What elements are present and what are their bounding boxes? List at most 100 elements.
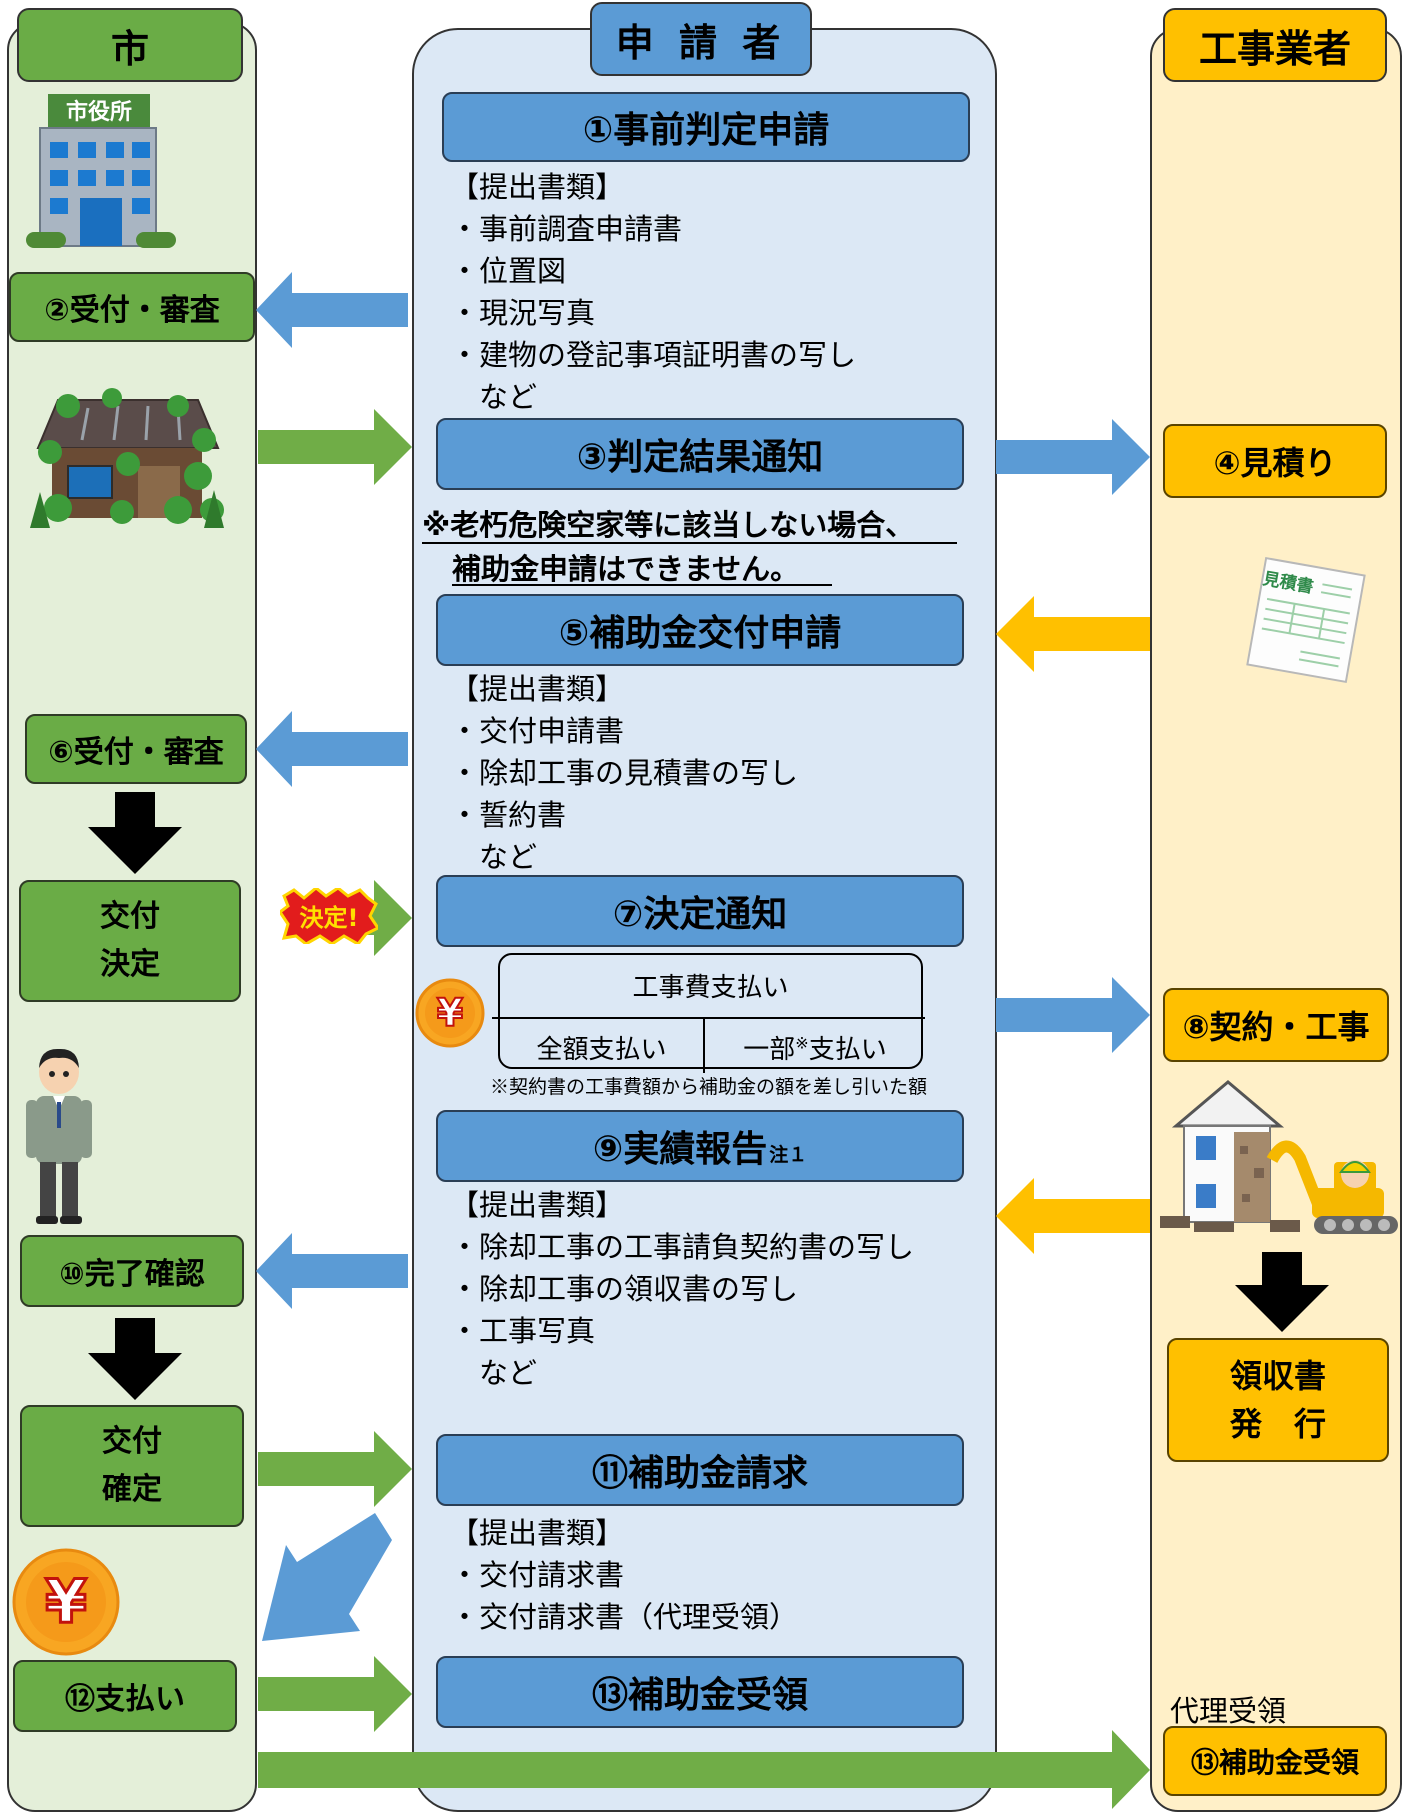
payment-partial-post: 支払い: [808, 1035, 887, 1065]
city-header-title: 市: [110, 26, 149, 71]
yen-coin-icon: ¥: [415, 978, 485, 1048]
receipt-issue-line1: 領収書: [1229, 1357, 1326, 1395]
doc1-line-5: ・建物の登記事項証明書の写し: [450, 338, 857, 372]
contractor-step-13-label: ⑬補助金受領: [1190, 1746, 1359, 1779]
arrow-to-city-s2: [256, 272, 408, 348]
doc9-line-1: 【提出書類】: [450, 1188, 625, 1222]
arrow-to-applicant-s3: [258, 409, 412, 485]
payment-partial-cell: 一部※支払い: [705, 1029, 925, 1066]
step-1-label: ①事前判定申請: [582, 110, 830, 151]
step-5-grant-application: ⑤補助金交付申請: [436, 594, 964, 666]
abandoned-house-icon: [28, 380, 224, 530]
step-6-label: ⑥受付・審査: [48, 735, 224, 770]
step-2-receipt-review: ②受付・審査: [9, 272, 255, 342]
payment-table-header: 工事費支払い: [632, 973, 789, 1003]
step-9-label: ⑨実績報告: [592, 1129, 768, 1170]
payment-table: 工事費支払い 全額支払い 一部※支払い: [492, 953, 925, 1073]
grant-decision-line2: 決定: [100, 947, 160, 982]
step-7-label: ⑦決定通知: [612, 894, 788, 935]
city-hall-icon: 市役所: [24, 94, 180, 250]
receipt-issue-box: 領収書 発 行: [1167, 1338, 1389, 1462]
doc11-line-3: ・交付請求書（代理受領）: [450, 1600, 799, 1634]
payment-footnote: ※契約書の工事費額から補助金の額を差し引いた額: [490, 1076, 928, 1098]
doc5-line-1: 【提出書類】: [450, 672, 625, 706]
documents-step-11: 【提出書類】 ・交付請求書 ・交付請求書（代理受領）: [450, 1512, 798, 1638]
step-11-label: ⑪補助金請求: [591, 1453, 808, 1494]
step-11-grant-request: ⑪補助金請求: [436, 1434, 964, 1506]
step-5-label: ⑤補助金交付申請: [558, 613, 842, 654]
payment-table-divider: [492, 1017, 925, 1019]
step-10-completion-check: ⑩完了確認: [20, 1235, 244, 1307]
decision-badge-icon: 決定!: [277, 886, 381, 946]
doc1-line-2: ・事前調査申請書: [450, 212, 683, 246]
decision-badge-text: 決定!: [300, 904, 359, 932]
arrow-from-contractor-s5: [996, 596, 1150, 672]
doc1-line-3: ・位置図: [450, 254, 567, 288]
contractor-step-13-grant-receipt: ⑬補助金受領: [1163, 1726, 1387, 1796]
doc5-line-5: など: [450, 840, 538, 874]
yen-coin-symbol: ¥: [437, 991, 463, 1035]
arrow-to-city-s6: [256, 711, 408, 787]
step-13-grant-receipt: ⑬補助金受領: [436, 1656, 964, 1728]
doc5-line-2: ・交付申請書: [450, 714, 625, 748]
city-header: 市: [17, 8, 243, 82]
step-13-label: ⑬補助金受領: [591, 1675, 808, 1716]
payment-full-cell: 全額支払い: [536, 1035, 667, 1065]
payment-table-vertical-divider: [703, 1017, 705, 1073]
applicant-header: 申 請 者: [590, 2, 812, 76]
step-8-contract-construction: ⑧契約・工事: [1163, 988, 1389, 1062]
yen-coin-large-icon: ¥: [12, 1548, 120, 1656]
step-3-judgment-result: ③判定結果通知: [436, 418, 964, 490]
step-10-label: ⑩完了確認: [59, 1257, 205, 1292]
doc5-line-3: ・除却工事の見積書の写し: [450, 756, 799, 790]
arrow-from-contractor-s9: [996, 1178, 1150, 1254]
city-hall-sign: 市役所: [66, 99, 132, 125]
arrow-down-city-2: [88, 1318, 182, 1400]
grant-decision-box: 交付 決定: [19, 880, 241, 1002]
step-4-estimate: ④見積り: [1163, 424, 1387, 498]
contractor-header-title: 工事業者: [1198, 26, 1351, 71]
demolition-excavator-icon: [1158, 1076, 1404, 1242]
doc5-line-4: ・誓約書: [450, 798, 567, 832]
step-12-payment: ⑫支払い: [13, 1660, 237, 1732]
doc11-line-1: 【提出書類】: [450, 1516, 625, 1550]
receipt-issue-line2: 発 行: [1229, 1405, 1326, 1443]
arrow-to-city-s10: [256, 1233, 408, 1309]
warning-line-1: ※老朽危険空家等に該当しない場合、: [422, 508, 915, 542]
doc1-line-6: など: [450, 380, 538, 414]
contractor-header: 工事業者: [1163, 8, 1387, 82]
documents-step-5: 【提出書類】 ・交付申請書 ・除却工事の見積書の写し ・誓約書 など: [450, 668, 798, 878]
step-3-label: ③判定結果通知: [576, 437, 824, 478]
warning-underline-1: [422, 542, 957, 544]
doc11-line-2: ・交付請求書: [450, 1558, 625, 1592]
city-official-person-icon: [22, 1046, 96, 1224]
arrow-to-contractor-s8: [996, 977, 1150, 1053]
step-6-receipt-review: ⑥受付・審査: [25, 714, 247, 784]
step-12-label: ⑫支払い: [65, 1682, 185, 1717]
estimate-sheet-icon: 見積書: [1236, 556, 1376, 684]
arrow-diagonal-payment: [262, 1513, 392, 1641]
doc9-line-3: ・除却工事の領収書の写し: [450, 1272, 799, 1306]
step-2-label: ②受付・審査: [44, 293, 220, 328]
grant-confirm-line2: 確定: [102, 1472, 162, 1507]
arrow-proxy-receipt: [258, 1730, 1150, 1809]
grant-confirm-line1: 交付: [102, 1424, 162, 1459]
step-8-label: ⑧契約・工事: [1182, 1008, 1370, 1046]
doc9-line-4: ・工事写真: [450, 1314, 596, 1348]
payment-partial-mark: ※: [795, 1033, 809, 1053]
doc1-line-4: ・現況写真: [450, 296, 596, 330]
step-9-note: 注１: [769, 1143, 808, 1166]
yen-coin-large-symbol: ¥: [45, 1567, 87, 1637]
applicant-header-title: 申 請 者: [615, 20, 787, 65]
arrow-to-applicant-s11: [258, 1431, 412, 1507]
warning-underline-2: [452, 584, 832, 586]
documents-step-1: 【提出書類】 ・事前調査申請書 ・位置図 ・現況写真 ・建物の登記事項証明書の写…: [450, 166, 856, 418]
warning-line-2: 補助金申請はできません。: [452, 552, 800, 586]
payment-partial-pre: 一部: [743, 1035, 796, 1065]
grant-decision-line1: 交付: [100, 899, 160, 934]
step-7-decision-notice: ⑦決定通知: [436, 875, 964, 947]
documents-step-9: 【提出書類】 ・除却工事の工事請負契約書の写し ・除却工事の領収書の写し ・工事…: [450, 1184, 914, 1394]
step-1-pre-judgment-application: ①事前判定申請: [442, 92, 970, 162]
doc9-line-5: など: [450, 1356, 538, 1390]
doc9-line-2: ・除却工事の工事請負契約書の写し: [450, 1230, 915, 1264]
